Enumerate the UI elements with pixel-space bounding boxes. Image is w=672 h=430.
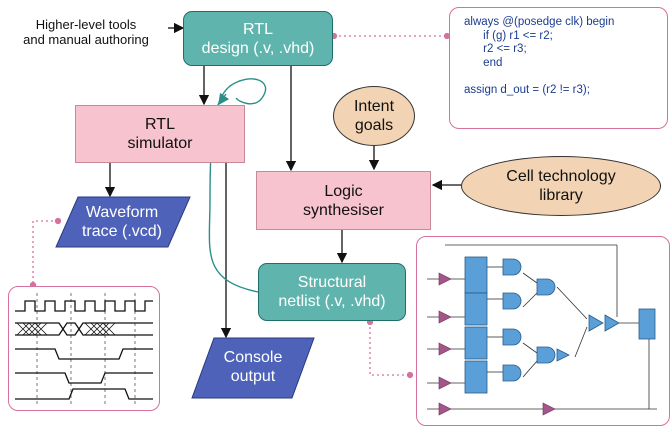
rtl-simulator-node[interactable]: RTL simulator (75, 105, 245, 163)
rtl-design-node[interactable]: RTL design (.v, .vhd) (183, 11, 333, 66)
waveform-illustration-panel (8, 286, 160, 411)
intent-goals-node[interactable]: Intent goals (333, 86, 415, 146)
link-waveform-to-panel (29, 217, 62, 289)
gate-schematic-panel (416, 236, 670, 426)
structural-netlist-node[interactable]: Structural netlist (.v, .vhd) (258, 263, 406, 321)
console-output-node[interactable]: Console output (223, 349, 283, 385)
cell-library-node[interactable]: Cell technology library (461, 156, 661, 216)
gate-schematic (427, 244, 657, 416)
link-netlist-to-panel (366, 318, 414, 379)
waveform-node[interactable]: Waveform trace (.vcd) (81, 204, 162, 240)
source-note: Higher-level tools and manual authoring (23, 17, 149, 47)
waveform-illustration (15, 293, 153, 405)
logic-synthesiser-node[interactable]: Logic synthesiser (256, 171, 431, 230)
verilog-code-panel: always @(posedge clk) begin if (g) r1 <=… (449, 7, 668, 129)
